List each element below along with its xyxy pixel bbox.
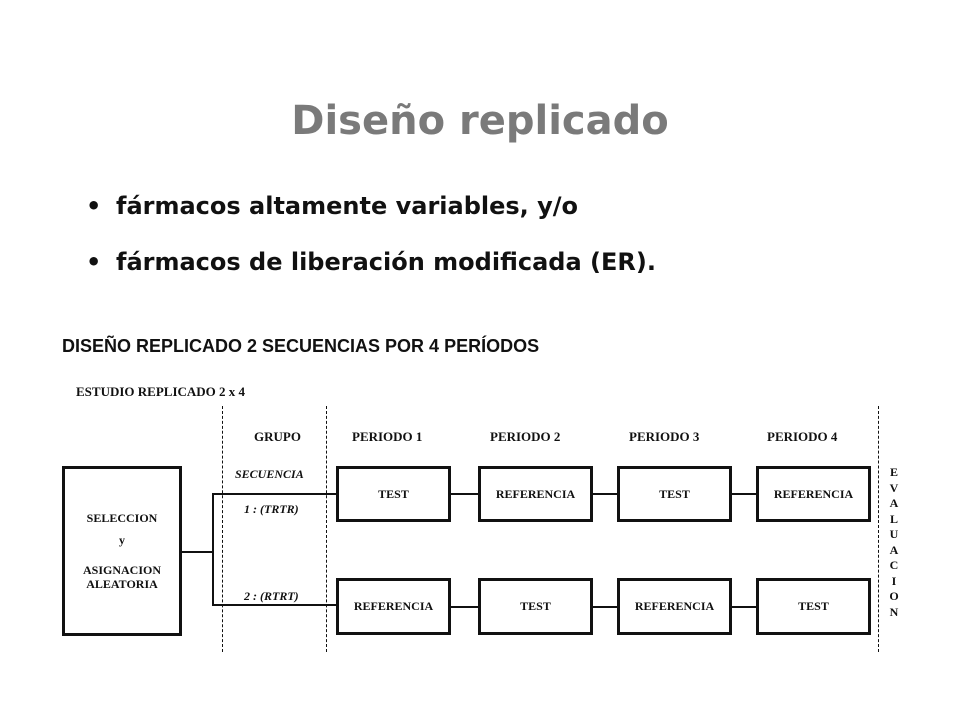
connector-line (593, 493, 618, 495)
bullet-list: • fármacos altamente variables, y/o • fárm… (86, 184, 656, 296)
evaluacion-label: E V A L U A C I O N (887, 465, 901, 620)
box-label: REFERENCIA (634, 599, 715, 613)
study-label: ESTUDIO REPLICADO 2 x 4 (76, 384, 246, 399)
seq1-period1-box: TEST (336, 466, 451, 522)
box-label: TEST (378, 486, 409, 501)
header-periodo-3: PERIODO 3 (629, 429, 700, 444)
connector-line (451, 606, 479, 608)
sequence-1-label: 1 : (TRTR) (244, 502, 299, 516)
box-label: REFERENCIA (353, 599, 434, 613)
header-periodo-1: PERIODO 1 (352, 429, 423, 444)
evaluacion-letter: N (889, 604, 899, 619)
connector-line (593, 606, 618, 608)
evaluacion-letter: A (889, 542, 899, 557)
selection-line: ALEATORIA (86, 577, 158, 591)
seq2-period1-box: REFERENCIA (336, 578, 451, 635)
bullet-text: fármacos altamente variables, y/o (116, 192, 579, 220)
diagram-heading: DISEÑO REPLICADO 2 SECUENCIAS POR 4 PERÍ… (62, 336, 540, 356)
seq2-period2-box: TEST (478, 578, 593, 635)
connector-line (212, 604, 337, 606)
box-label: REFERENCIA (495, 486, 576, 501)
bullet-item: • fármacos de liberación modificada (ER). (86, 240, 656, 296)
evaluacion-letter: C (889, 558, 899, 572)
header-periodo-4: PERIODO 4 (767, 429, 838, 444)
seq2-period3-box: REFERENCIA (617, 578, 732, 635)
divider-dashed-line (878, 406, 879, 652)
box-label: REFERENCIA (773, 486, 854, 501)
connector-line (212, 493, 337, 495)
seq1-period3-box: TEST (617, 466, 732, 522)
seq1-period4-box: REFERENCIA (756, 466, 871, 522)
bullet-dot-icon: • (86, 192, 102, 220)
evaluacion-letter: E (889, 465, 898, 479)
box-label: TEST (798, 599, 829, 613)
header-periodo-2: PERIODO 2 (490, 429, 561, 444)
header-grupo: GRUPO (254, 429, 301, 444)
connector-line (212, 493, 214, 606)
evaluacion-letter: L (889, 511, 898, 526)
evaluacion-letter: U (889, 527, 899, 541)
evaluacion-letter: A (889, 496, 899, 510)
evaluacion-letter: O (889, 589, 899, 603)
selection-line: SELECCION (86, 511, 158, 525)
box-label: TEST (659, 486, 690, 501)
sequence-2-label: 2 : (RTRT) (244, 589, 299, 603)
divider-dashed-line (222, 406, 223, 652)
connector-line (182, 551, 214, 553)
connector-line (451, 493, 479, 495)
slide-title: Diseño replicado (291, 98, 669, 144)
connector-line (732, 493, 757, 495)
connector-line (732, 606, 757, 608)
evaluacion-letter: I (891, 573, 897, 588)
selection-line: y (119, 533, 125, 547)
evaluacion-letter: V (889, 480, 899, 495)
seq2-period4-box: TEST (756, 578, 871, 635)
divider-dashed-line (326, 406, 327, 652)
secuencia-label: SECUENCIA (235, 467, 304, 481)
selection-line: ASIGNACION (82, 563, 161, 577)
selection-box: SELECCION y ASIGNACION ALEATORIA (62, 466, 182, 636)
bullet-item: • fármacos altamente variables, y/o (86, 184, 656, 240)
seq1-period2-box: REFERENCIA (478, 466, 593, 522)
box-label: TEST (520, 599, 551, 613)
bullet-dot-icon: • (86, 248, 102, 276)
bullet-text: fármacos de liberación modificada (ER). (116, 248, 656, 276)
